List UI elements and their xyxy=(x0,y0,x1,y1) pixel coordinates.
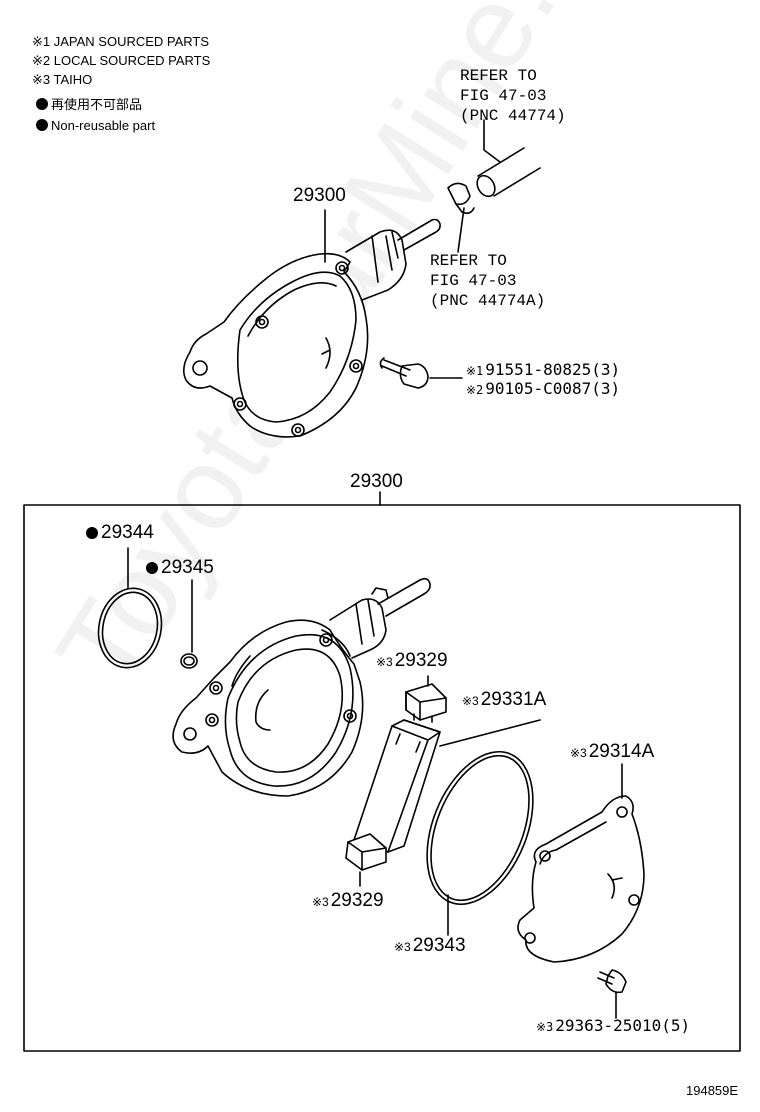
ref-upper-line3: (PNC 44774) xyxy=(460,107,566,125)
ref-lower[interactable]: REFER TO FIG 47-03 (PNC 44774A) xyxy=(430,251,545,311)
cover-29314A xyxy=(517,763,645,963)
part-29344[interactable]: 29344 xyxy=(86,523,154,542)
legend-non-reusable-jp: 再使用不可部品 xyxy=(36,98,142,111)
non-reusable-icon xyxy=(146,562,158,574)
o-ring-29345 xyxy=(180,579,198,669)
kit-frame xyxy=(23,504,741,1052)
rotor-29331A xyxy=(353,719,541,853)
vacuum-pump-assembly-top xyxy=(182,119,541,438)
ref-upper-line2: FIG 47-03 xyxy=(460,87,547,105)
cap-29329-bottom xyxy=(345,833,387,887)
legend-non-reusable-en: Non-reusable part xyxy=(36,119,155,132)
vacuum-pump-housing-kit xyxy=(172,577,431,797)
o-ring-29344 xyxy=(97,547,163,669)
ref-lower-line2: FIG 47-03 xyxy=(430,272,517,290)
legend-japan-sourced: ※1 JAPAN SOURCED PARTS xyxy=(32,34,210,49)
bullet-icon xyxy=(36,98,48,110)
ref-upper-line1: REFER TO xyxy=(460,67,537,85)
o-ring-29343 xyxy=(426,750,534,936)
ref-upper[interactable]: REFER TO FIG 47-03 (PNC 44774) xyxy=(460,66,566,126)
ref-lower-line1: REFER TO xyxy=(430,252,507,270)
part-29345[interactable]: 29345 xyxy=(146,558,214,577)
figure-code: 194859E xyxy=(686,1083,739,1098)
non-reusable-icon xyxy=(86,527,98,539)
part-29300-kit[interactable]: 29300 xyxy=(350,471,403,492)
bullet-icon xyxy=(36,119,48,131)
ref-lower-line3: (PNC 44774A) xyxy=(430,292,546,310)
screw-29363 xyxy=(597,969,627,1019)
legend-local-sourced: ※2 LOCAL SOURCED PARTS xyxy=(32,53,211,68)
part-29300-top[interactable]: 29300 xyxy=(293,185,346,206)
cap-29329-top xyxy=(405,675,447,723)
legend-taiho: ※3 TAIHO xyxy=(32,72,93,87)
